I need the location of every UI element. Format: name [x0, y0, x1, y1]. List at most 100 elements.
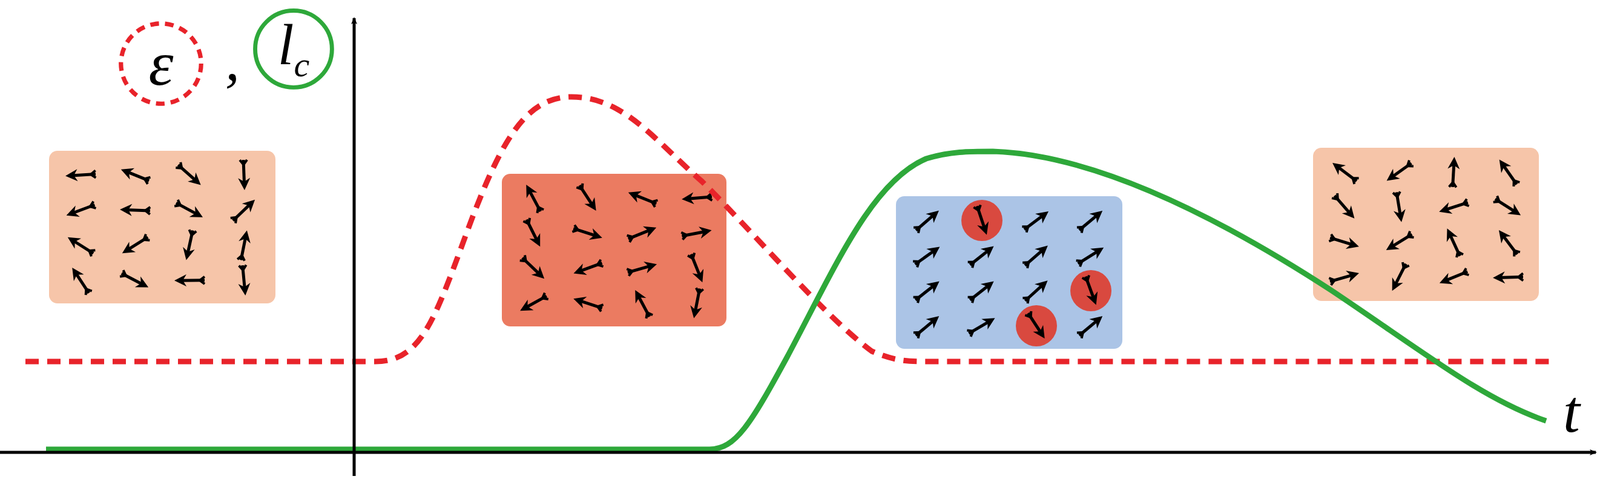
spin-arrow-head [980, 281, 995, 294]
spin-arrow-tail [1353, 177, 1360, 185]
spin-arrow-head [635, 289, 646, 304]
spin-arrow-head [122, 241, 136, 254]
spin-arrow-tail [1449, 182, 1457, 188]
subscript: c [293, 44, 310, 85]
spin-arrow-tail [189, 229, 197, 235]
spin-arrow-head [66, 205, 80, 217]
correlation-length-curve [46, 151, 1547, 450]
spin-arrow-tail [1076, 227, 1084, 234]
spin-arrow-tail [523, 217, 530, 224]
spin-arrow-tail [1331, 193, 1338, 200]
spin-arrow-tail [597, 259, 604, 267]
spin-arrow-tail [88, 250, 96, 257]
t-axis [0, 451, 1596, 455]
spin-arrow-head [237, 177, 251, 191]
spin-arrow-head [981, 317, 995, 330]
spin-arrow-head [1393, 208, 1406, 222]
spin-arrow-head [1345, 237, 1360, 249]
spin-arrow-head [67, 237, 82, 249]
spin-arrow-head [1507, 203, 1521, 215]
spin-arrow-tail [1513, 180, 1520, 187]
spin-arrow-head [926, 281, 940, 294]
spin-arrow-tail [1021, 226, 1028, 233]
spin-arrow-tail [199, 276, 205, 284]
spin-arrow-tail [1022, 297, 1029, 304]
spin-arrow-head [1089, 316, 1103, 329]
spin-arrow-head [1446, 228, 1458, 242]
spin-arrow-tail [1456, 251, 1464, 258]
spin-arrow-head [681, 191, 695, 205]
spin-arrow-head [1392, 277, 1404, 291]
spin-arrow-tail [1514, 250, 1521, 257]
spin-arrow-tail [967, 262, 975, 269]
spin-arrow-tail [966, 330, 973, 337]
spin-arrow-tail [912, 261, 919, 268]
spin-arrow-tail [913, 332, 920, 339]
spin-arrow-tail [90, 201, 97, 209]
spin-arrow-head [520, 299, 534, 311]
spin-arrow-head [1492, 271, 1505, 284]
spin-arrow-tail [90, 170, 96, 178]
spin-arrow-head [526, 184, 537, 198]
spin-arrow-tail [175, 162, 182, 169]
spin-arrow-tail [1518, 273, 1524, 281]
spin-arrow-head [589, 228, 603, 240]
spin-arrow-tail [1024, 311, 1031, 318]
spin-arrow-head [238, 282, 251, 296]
spin-arrow-tail [1392, 191, 1401, 197]
spin-arrow-tail [1082, 274, 1090, 281]
spin-arrow-tail [145, 207, 151, 215]
spin-arrow-tail [1402, 262, 1410, 269]
spin-arrow-head [925, 210, 939, 224]
spin-arrow-head [174, 274, 187, 287]
spin-arrow-head [1439, 273, 1453, 285]
spin-arrow-head [1438, 202, 1453, 214]
spin-arrow-head [1086, 291, 1098, 305]
spin-arrow-tail [1463, 268, 1470, 275]
spin-arrow-head [1345, 270, 1360, 283]
spin-arrow-tail [626, 268, 633, 277]
spin-arrow-head [926, 246, 940, 260]
legend-circle: ε [117, 19, 205, 108]
spin-box [1313, 147, 1539, 301]
spin-arrow-head [187, 172, 201, 186]
spin-arrow-head [698, 226, 712, 239]
spin-arrow-head [584, 197, 596, 211]
spin-arrow-head [1034, 245, 1048, 259]
spin-arrow-head [1034, 280, 1048, 294]
spin-arrow-head [134, 276, 149, 287]
comma: , [225, 31, 240, 90]
spin-arrow-head [121, 168, 135, 180]
spin-arrow-tail [237, 255, 245, 261]
spin-arrow-tail [239, 159, 247, 165]
spin-arrow-tail [967, 297, 975, 304]
spin-arrow-head [242, 199, 255, 213]
spin-arrow-tail [681, 232, 687, 240]
spin-arrow-head [531, 265, 545, 279]
spin-arrow-head [1032, 325, 1045, 339]
spin-arrow-tail [1463, 199, 1469, 206]
spin-arrow-tail [119, 269, 126, 277]
spin-arrow-head [1386, 168, 1401, 182]
symbol: l [277, 12, 295, 77]
spin-arrow-tail [973, 204, 981, 211]
spin-arrow-tail [696, 287, 704, 294]
spin-arrow-head [182, 246, 195, 261]
spin-arrow-tail [1328, 277, 1335, 286]
spin-arrow-tail [687, 253, 695, 260]
flipped-spin-marker [1015, 305, 1057, 347]
spin-arrow-tail [913, 227, 920, 234]
spin-arrow-head [1499, 159, 1512, 174]
spin-arrow-head [980, 245, 995, 258]
spin-arrow-head [189, 206, 203, 218]
spin-box [501, 173, 727, 327]
spin-arrow-head [238, 230, 251, 244]
spin-arrow-tail [520, 254, 527, 261]
spin-arrow-head [628, 191, 642, 203]
spin-arrow-tail [85, 288, 93, 295]
spin-arrow-tail [536, 207, 544, 214]
spin-arrow-head [1090, 247, 1104, 260]
y-axis [352, 18, 356, 476]
spin-arrow-head [529, 233, 540, 247]
flipped-spin-marker [1070, 269, 1112, 312]
